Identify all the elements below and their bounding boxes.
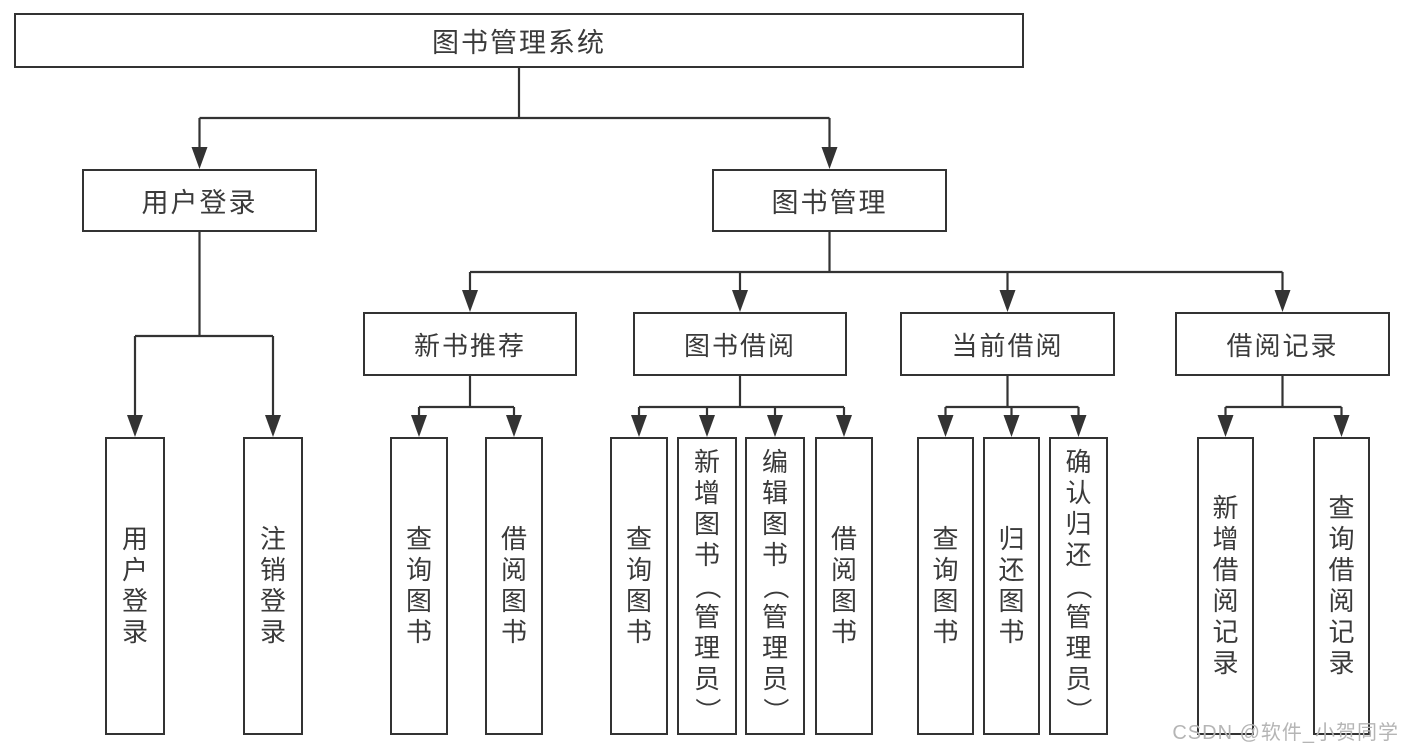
leaf-return-books: 归还图书 <box>983 437 1040 735</box>
arrowhead <box>732 290 748 312</box>
csdn-watermark: CSDN @软件_小贺同学 <box>1172 722 1399 744</box>
arrowhead <box>265 415 281 437</box>
node-book-management: 图书管理 <box>712 169 947 232</box>
node-label: 新书推荐 <box>413 330 526 361</box>
node-label: 用户登录 <box>121 524 148 647</box>
arrowhead <box>631 415 647 437</box>
leaf-confirm-return-admin: 确认归还（管理员） <box>1049 437 1108 735</box>
node-new-book-recommendation: 新书推荐 <box>363 312 577 376</box>
node-label: 当前借阅 <box>951 330 1064 361</box>
leaf-query-borrow-record: 查询借阅记录 <box>1313 437 1370 735</box>
leaf-query-books: 查询图书 <box>610 437 668 735</box>
arrowhead <box>1070 415 1087 437</box>
arrowhead <box>506 415 522 437</box>
node-label: 图书管理 <box>771 188 888 218</box>
node-label: 用户登录 <box>141 188 258 218</box>
node-label: 图书管理系统 <box>432 28 606 58</box>
arrowhead <box>937 415 954 437</box>
node-label: 借阅图书 <box>830 524 857 647</box>
arrowhead <box>699 415 715 437</box>
node-root-system: 图书管理系统 <box>14 13 1024 68</box>
leaf-query-books: 查询图书 <box>390 437 448 735</box>
node-label: 查询图书 <box>625 524 652 647</box>
arrowhead <box>1333 415 1350 437</box>
arrowhead <box>1274 290 1291 312</box>
node-label: 借阅图书 <box>500 524 527 647</box>
arrowhead <box>1003 415 1020 437</box>
node-label: 借阅记录 <box>1226 330 1339 361</box>
node-user-login: 用户登录 <box>82 169 317 232</box>
arrowhead <box>191 147 208 169</box>
arrowhead <box>127 415 143 437</box>
arrowhead <box>836 415 852 437</box>
node-label: 图书借阅 <box>683 330 796 361</box>
arrowhead <box>767 415 783 437</box>
leaf-user-login: 用户登录 <box>105 437 165 735</box>
node-label: 确认归还（管理员） <box>1063 446 1094 724</box>
node-label: 查询借阅记录 <box>1328 493 1355 678</box>
node-label: 新增图书（管理员） <box>692 446 723 724</box>
leaf-borrow-books: 借阅图书 <box>815 437 873 735</box>
arrowhead <box>999 290 1016 312</box>
node-label: 注销登录 <box>259 524 286 647</box>
node-book-borrowing: 图书借阅 <box>633 312 847 376</box>
node-label: 查询图书 <box>932 524 959 647</box>
leaf-edit-book-admin: 编辑图书（管理员） <box>745 437 805 735</box>
leaf-borrow-books: 借阅图书 <box>485 437 543 735</box>
node-label: 查询图书 <box>405 524 432 647</box>
node-current-borrowing: 当前借阅 <box>900 312 1115 376</box>
arrowhead <box>1217 415 1234 437</box>
leaf-query-books: 查询图书 <box>917 437 974 735</box>
node-borrowing-records: 借阅记录 <box>1175 312 1390 376</box>
arrowhead <box>411 415 427 437</box>
node-label: 新增借阅记录 <box>1212 493 1239 678</box>
node-label: 归还图书 <box>998 524 1025 647</box>
tree-wires <box>133 68 1343 420</box>
leaf-add-book-admin: 新增图书（管理员） <box>677 437 737 735</box>
arrowhead <box>821 147 838 169</box>
leaf-add-borrow-record: 新增借阅记录 <box>1197 437 1254 735</box>
leaf-logout: 注销登录 <box>243 437 303 735</box>
arrowhead <box>462 290 478 312</box>
arrowheads <box>127 147 1350 437</box>
node-label: 编辑图书（管理员） <box>760 446 791 724</box>
